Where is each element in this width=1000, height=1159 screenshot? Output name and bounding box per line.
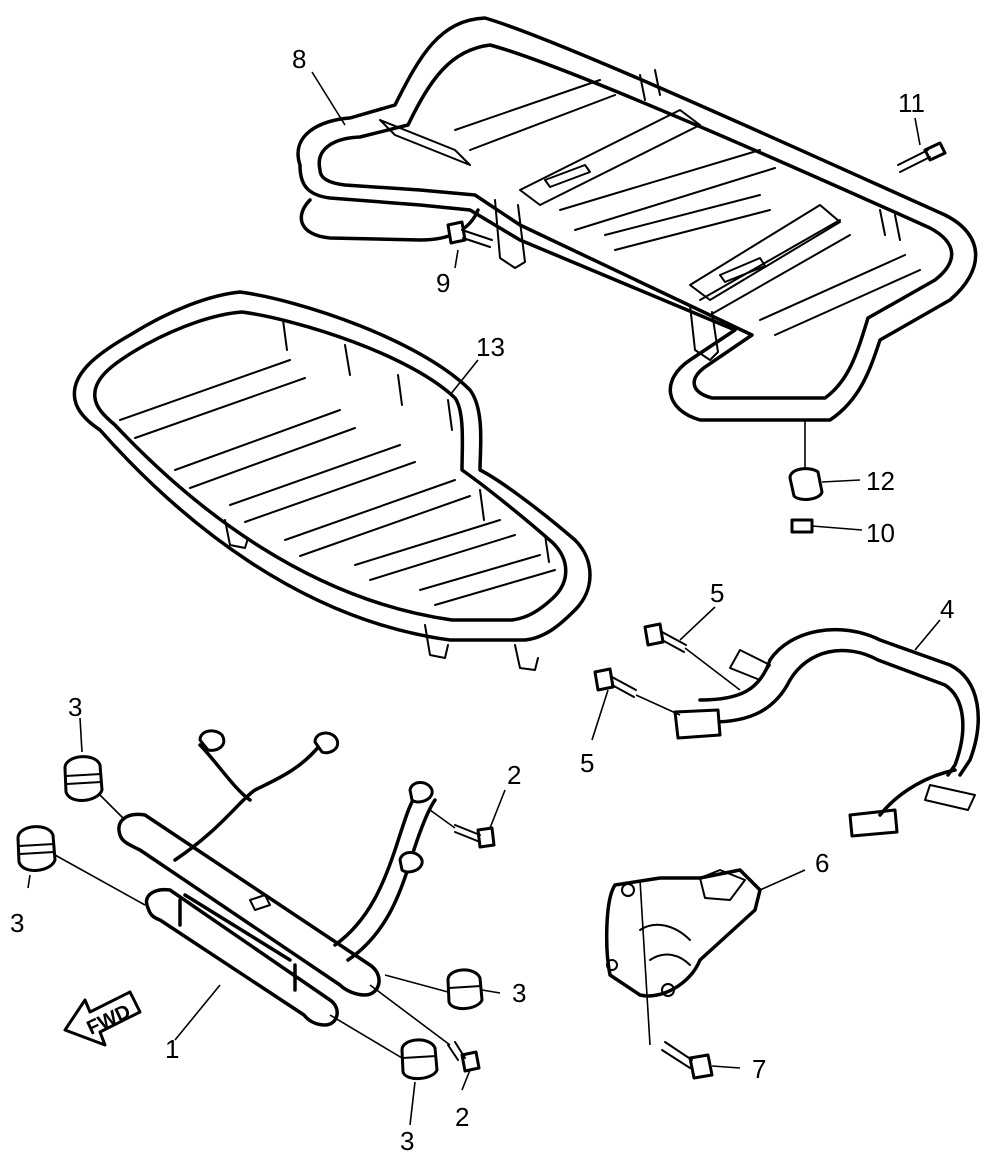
bolt-2-lower — [447, 1041, 481, 1073]
bolt-5-upper — [643, 622, 687, 653]
rear-carrier-part — [296, 16, 978, 422]
grommet-12 — [788, 467, 824, 501]
callout-3-right: 3 — [512, 978, 526, 1008]
bolt-9 — [446, 220, 493, 248]
callout-5-lower: 5 — [580, 748, 594, 778]
callout-9: 9 — [436, 268, 450, 298]
fasteners — [16, 141, 947, 1080]
front-carrier-part — [72, 290, 592, 671]
rear-guard-part — [673, 627, 980, 838]
leader-lines — [27, 71, 941, 1126]
callout-2-upper: 2 — [507, 760, 521, 790]
callout-5-upper: 5 — [710, 578, 724, 608]
callout-3-left: 3 — [10, 908, 24, 938]
pin-10 — [790, 518, 814, 534]
callout-6: 6 — [815, 848, 829, 878]
callout-11: 11 — [898, 88, 925, 118]
bushing-3-c — [446, 968, 484, 1010]
bolt-7 — [661, 1041, 714, 1080]
callout-10: 10 — [866, 518, 895, 548]
callout-4: 4 — [940, 594, 954, 624]
callout-3-top: 3 — [68, 692, 82, 722]
callout-13: 13 — [476, 332, 505, 362]
callout-7: 7 — [752, 1054, 766, 1084]
front-bumper-part — [117, 729, 437, 1027]
callout-12: 12 — [866, 466, 895, 496]
callout-labels: 8 11 9 13 12 10 5 4 5 3 2 6 3 3 1 7 2 3 — [10, 44, 954, 1156]
bushing-3-b — [16, 825, 57, 872]
forward-arrow-icon: FWD — [63, 990, 142, 1047]
bushing-3-a — [63, 755, 104, 802]
bolt-5-lower — [593, 667, 637, 698]
callout-1: 1 — [165, 1034, 179, 1064]
callout-3-bottom: 3 — [400, 1126, 414, 1156]
bracket-part — [604, 868, 762, 998]
callout-2-lower: 2 — [455, 1102, 469, 1132]
bushing-3-d — [400, 1038, 439, 1080]
callout-8: 8 — [292, 44, 306, 74]
bolt-11 — [897, 141, 947, 173]
bolt-2-upper — [454, 824, 496, 849]
